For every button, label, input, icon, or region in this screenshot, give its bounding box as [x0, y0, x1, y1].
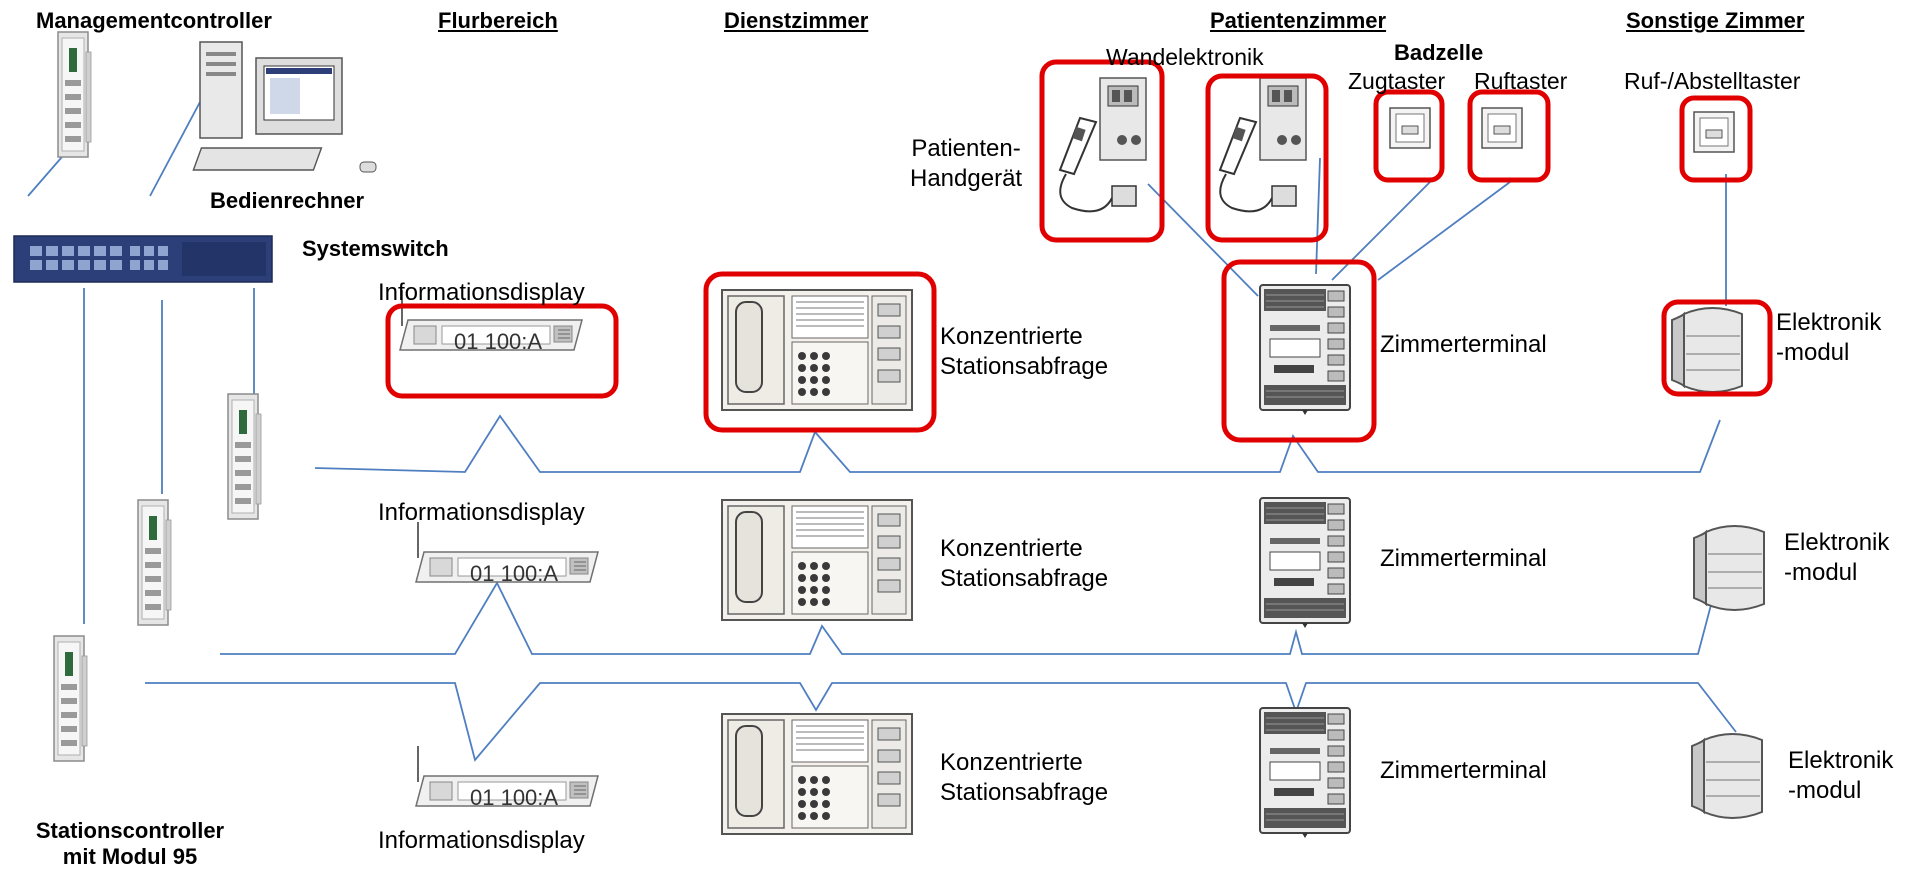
label-patient-handset-line2: Handgerät: [910, 165, 1023, 192]
row1-bus: [314, 414, 1721, 473]
label-patient-handset-line1: Patienten-: [911, 135, 1021, 162]
label-bathroom: Badzelle: [1394, 40, 1484, 65]
room-terminal-3: [1259, 707, 1351, 839]
highlight-room-terminal: [1221, 259, 1377, 443]
header-management: Managementcontroller: [36, 8, 272, 33]
row3-info-display-label: Informationsdisplay: [378, 827, 585, 854]
row3-staff-label-line2: Stationsabfrage: [940, 779, 1109, 806]
row1-info-display-label: Informationsdisplay: [378, 279, 585, 306]
row1-room-terminal-label: Zimmerterminal: [1380, 331, 1547, 358]
staff-console-1: [721, 289, 913, 411]
row3-module-label-line2: -modul: [1788, 777, 1862, 804]
header-patient-room: Patientenzimmer: [1210, 8, 1387, 33]
highlight-pull-switch: [1373, 89, 1445, 183]
row2-room-terminal-label: Zimmerterminal: [1380, 545, 1547, 572]
station-controller-1: [227, 393, 262, 520]
row2-staff-label-line2: Stationsabfrage: [940, 565, 1109, 592]
header-corridor: Flurbereich: [438, 8, 558, 33]
row1-module-label-line2: -modul: [1776, 339, 1850, 366]
row1-drop-call: [1377, 181, 1511, 281]
system-switch: [13, 235, 273, 283]
highlight-wall-electronics-2: [1205, 73, 1329, 243]
row1-staff-label-line1: Konzentrierte: [940, 323, 1083, 350]
operator-pc: [192, 41, 377, 173]
station-controller-3: [53, 635, 88, 762]
label-system-switch: Systemswitch: [302, 236, 449, 261]
row3-module-label-line1: Elektronik: [1788, 747, 1894, 774]
row1-staff-label: Konzentrierte Stationsabfrage: [940, 322, 1108, 382]
room-terminal-1: [1259, 284, 1351, 416]
row2-display-text: 01 100:A: [470, 561, 559, 586]
pull-switch-button: [1389, 107, 1431, 149]
call-cancel-button: [1693, 111, 1735, 153]
row1-drop-pull: [1331, 181, 1431, 281]
station-controller-2: [137, 499, 172, 626]
electronics-module-1: [1671, 307, 1743, 393]
row2-module-label-line1: Elektronik: [1784, 529, 1890, 556]
row2-module-label-line2: -modul: [1784, 559, 1858, 586]
staff-console-3: [721, 713, 913, 835]
highlight-staff-console: [703, 271, 937, 433]
label-station-controller-line1: Stationscontroller: [35, 818, 225, 843]
highlight-frames: [385, 59, 1773, 443]
row1-drop-patient1: [1147, 183, 1259, 297]
row1-module-label: Elektronik -modul: [1776, 308, 1881, 368]
wall-electronics-1: [1059, 77, 1147, 213]
row2-staff-label: Konzentrierte Stationsabfrage: [940, 534, 1108, 594]
link-pc-switch: [149, 101, 201, 197]
highlight-wall-electronics-1: [1039, 59, 1165, 243]
label-call-cancel-button: Ruf-/Abstelltaster: [1624, 68, 1801, 94]
row2-bus: [220, 581, 1717, 655]
label-patient-handset: Patienten- Handgerät: [910, 134, 1022, 194]
row2-module-label: Elektronik -modul: [1784, 528, 1889, 588]
bus-lines: [27, 101, 1737, 762]
highlight-call-button: [1467, 89, 1551, 183]
electronics-module-3: [1691, 733, 1763, 819]
header-other-rooms: Sonstige Zimmer: [1626, 8, 1805, 33]
label-operator-pc: Bedienrechner: [210, 188, 365, 213]
row1-staff-label-line2: Stationsabfrage: [940, 353, 1109, 380]
row3-bus: [145, 682, 1737, 762]
highlight-electronics-module: [1661, 299, 1773, 397]
wall-electronics-2: [1219, 77, 1307, 213]
row3-room-terminal-label: Zimmerterminal: [1380, 757, 1547, 784]
row2-staff-label-line1: Konzentrierte: [940, 535, 1083, 562]
row1-display-text: 01 100:A: [454, 329, 543, 354]
room-terminal-2: [1259, 497, 1351, 629]
management-controller: [57, 31, 92, 158]
highlight-info-display: [385, 303, 619, 399]
row1-drop-patient2: [1315, 157, 1321, 275]
row3-staff-label-line1: Konzentrierte: [940, 749, 1083, 776]
row1-module-label-line1: Elektronik: [1776, 309, 1882, 336]
row3-staff-label: Konzentrierte Stationsabfrage: [940, 748, 1108, 808]
label-station-controller-line2: mit Modul 95: [62, 844, 198, 869]
row3-display-text: 01 100:A: [470, 785, 559, 810]
label-pull-switch: Zugtaster: [1348, 68, 1446, 94]
staff-console-2: [721, 499, 913, 621]
header-staff-room: Dienstzimmer: [724, 8, 869, 33]
call-button: [1481, 107, 1523, 149]
row2-info-display-label: Informationsdisplay: [378, 499, 585, 526]
label-call-button: Ruftaster: [1474, 68, 1568, 94]
electronics-module-2: [1693, 525, 1765, 611]
highlight-call-cancel: [1679, 95, 1753, 183]
label-station-controller: Stationscontroller mit Modul 95: [10, 818, 250, 870]
label-wall-electronics: Wandelektronik: [1106, 44, 1264, 70]
row3-module-label: Elektronik -modul: [1788, 746, 1893, 806]
